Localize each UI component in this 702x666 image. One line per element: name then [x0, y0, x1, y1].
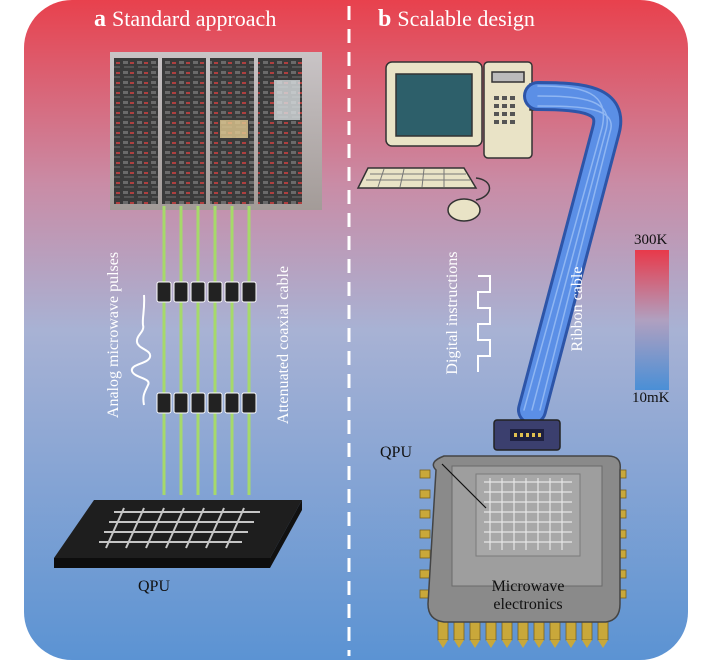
computer-icon [356, 61, 541, 222]
panel-a-title-text: Standard approach [112, 6, 277, 31]
coax-cable-label: Attenuated coaxial cable [275, 265, 292, 425]
digital-wave-icon [477, 275, 491, 372]
ribbon-cable-label: Ribbon cable [569, 266, 586, 352]
microwave-electronics-label: Microwave electronics [458, 578, 598, 614]
microwave-electronics-line2: electronics [493, 596, 563, 613]
panel-a-letter: a [94, 6, 106, 32]
qpu-chip-a [54, 500, 302, 568]
qpu-label-a: QPU [138, 578, 171, 595]
analog-pulses-label: Analog microwave pulses [105, 251, 122, 419]
qpu-package-b [419, 455, 627, 648]
panel-b-letter: b [378, 6, 392, 32]
attenuators-bottom [156, 392, 257, 414]
scale-bottom-label: 10mK [632, 390, 670, 406]
ribbon-connector-icon [493, 419, 561, 451]
temperature-scale-bar [635, 250, 669, 390]
digital-instructions-label: Digital instructions [444, 251, 461, 375]
panel-b-title-text: Scalable design [397, 6, 535, 31]
coax-lines [162, 206, 251, 495]
scale-top-label: 300K [634, 232, 668, 248]
qpu-label-b: QPU [380, 444, 413, 461]
ribbon-cable [517, 81, 623, 425]
microwave-electronics-line1: Microwave [491, 578, 565, 595]
figure-graphics [24, 0, 688, 660]
analog-pulse-icon [130, 294, 152, 406]
attenuators-top [156, 281, 257, 303]
server-racks [110, 52, 322, 210]
